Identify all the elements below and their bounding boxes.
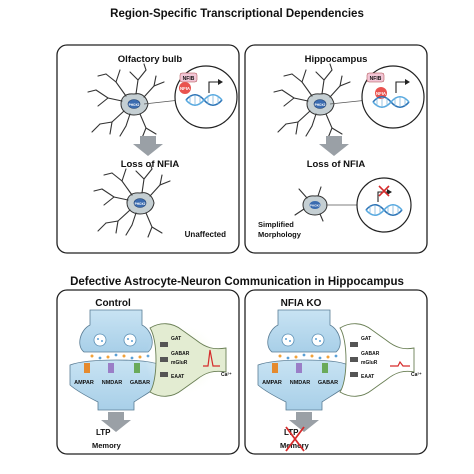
- hippocampus-nucleus-label: PHOX2: [315, 103, 326, 107]
- ko-presynaptic: [267, 309, 341, 353]
- control-ampar: AMPAR: [74, 380, 94, 386]
- control-vesicles: [93, 333, 137, 347]
- nfia-factor: [179, 82, 191, 94]
- control-nmdar: NMDAR: [102, 380, 122, 386]
- olfactory-nucleus-label: PHOX2: [129, 103, 140, 107]
- olfactory-outcome: Unaffected: [185, 230, 226, 239]
- hippocampus-neuron: PHOX2: [273, 63, 351, 139]
- bottom-section-title: Defective Astrocyte-Neuron Communication…: [70, 276, 404, 288]
- control-ltp: LTP: [96, 428, 111, 437]
- control-astro-gabar: GABAR: [171, 351, 190, 357]
- knockout-cross-icon: [378, 185, 390, 197]
- control-memory: Memory: [92, 441, 122, 450]
- control-mglur: mGluR: [171, 360, 188, 366]
- olfactory-neuron: PHOX2: [87, 63, 165, 139]
- ko-astro-gabar: GABAR: [361, 351, 380, 357]
- zoom-line: [143, 99, 181, 105]
- control-gabar: GABAR: [130, 380, 150, 386]
- nfia-ko-title: NFIA KO: [281, 298, 322, 309]
- simplified-zoom-circle: [356, 177, 412, 233]
- ko-mglur: mGluR: [361, 360, 378, 366]
- nfia-label: NFIA: [180, 86, 190, 91]
- nfib-label: NFIB: [183, 76, 195, 82]
- ko-memory-cross-icon: [285, 426, 305, 452]
- control-calcium: Ca²⁺: [221, 372, 232, 378]
- control-calcium-spike-icon: [203, 349, 220, 367]
- hippo-promoter-arrow-icon: [395, 81, 405, 93]
- hippo-nfia-label: NFIA: [376, 91, 386, 96]
- top-section-title: Region-Specific Transcriptional Dependen…: [110, 8, 364, 20]
- olfactory-nucleus-label-after: PHOX2: [135, 202, 146, 206]
- ko-astrocyte: [339, 323, 415, 397]
- promoter-arrow-icon: [208, 81, 218, 93]
- nfib-box: [179, 72, 198, 83]
- ko-calcium-flat-icon: [390, 360, 410, 367]
- ko-gat: GAT: [361, 336, 371, 342]
- olfactory-neuron-after: PHOX2: [93, 162, 171, 238]
- ko-gabar: GABAR: [318, 380, 338, 386]
- simplified-line1: Simplified: [258, 220, 294, 229]
- control-title: Control: [95, 298, 131, 309]
- control-presynaptic: [79, 309, 153, 353]
- control-receptors: [84, 363, 140, 373]
- simplified-neuron: PHOX2: [294, 186, 328, 222]
- hippocampus-title: Hippocampus: [305, 54, 368, 65]
- simplified-nucleus-label: PHOX2: [310, 204, 321, 208]
- control-astrocyte: [149, 323, 227, 397]
- simplified-line2: Morphology: [258, 230, 302, 239]
- control-eaat: EAAT: [171, 374, 184, 380]
- hippocampus-loss-label: Loss of NFIA: [307, 159, 366, 170]
- ko-eaat: EAAT: [361, 374, 374, 380]
- hippo-nfib-label: NFIB: [370, 76, 382, 82]
- ko-ltp: LTP: [284, 428, 299, 437]
- control-gat: GAT: [171, 336, 181, 342]
- ko-ampar: AMPAR: [262, 380, 282, 386]
- ko-nmdar: NMDAR: [290, 380, 310, 386]
- olfactory-title: Olfactory bulb: [118, 54, 183, 65]
- ko-calcium: Ca²⁺: [411, 372, 422, 378]
- ko-memory: Memory: [280, 441, 310, 450]
